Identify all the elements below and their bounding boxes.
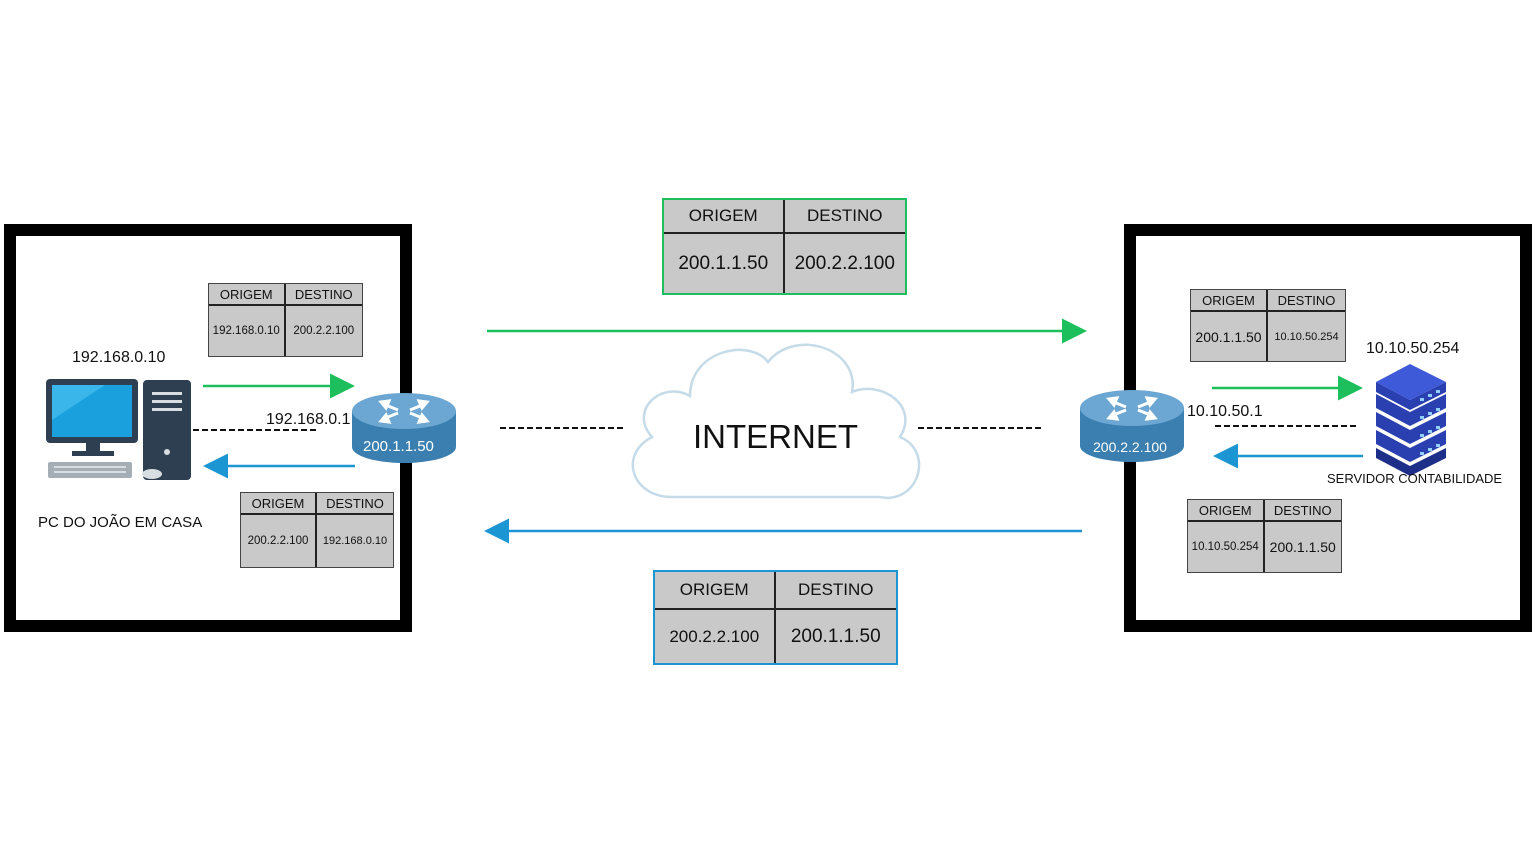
pc-name-label: PC DO JOÃO EM CASA [38, 514, 203, 531]
table-header-destino: DESTINO [317, 493, 393, 515]
table-header-origem: ORIGEM [655, 572, 776, 610]
table-header-origem: ORIGEM [1191, 290, 1268, 312]
left-router-wan-ip: 200.1.1.50 [363, 438, 434, 455]
internet-return-packet-table: ORIGEM DESTINO 200.2.2.100 200.1.1.50 [653, 570, 898, 665]
table-cell-origem: 10.10.50.254 [1188, 522, 1265, 572]
internet-outbound-packet-table: ORIGEM DESTINO 200.1.1.50 200.2.2.100 [662, 198, 907, 295]
table-cell-origem: 200.2.2.100 [241, 515, 317, 567]
left-return-packet-table: ORIGEM DESTINO 200.2.2.100 192.168.0.10 [240, 492, 394, 568]
pc-ip-label: 192.168.0.10 [72, 349, 166, 366]
table-cell-destino: 192.168.0.10 [322, 535, 388, 547]
table-header-destino: DESTINO [775, 572, 896, 610]
table-header-origem: ORIGEM [664, 200, 785, 234]
table-cell-destino: 200.1.1.50 [790, 625, 881, 647]
table-header-origem: ORIGEM [1188, 500, 1265, 522]
table-cell-origem: 192.168.0.10 [209, 306, 286, 356]
table-header-origem: ORIGEM [209, 284, 286, 306]
table-cell-origem: 200.1.1.50 [1191, 312, 1268, 361]
table-header-destino: DESTINO [1264, 500, 1341, 522]
table-cell-origem: 200.1.1.50 [664, 234, 785, 293]
left-router-lan-ip: 192.168.0.1 [266, 411, 351, 428]
server-ip-label: 10.10.50.254 [1366, 340, 1460, 357]
table-header-origem: ORIGEM [241, 493, 317, 515]
table-header-destino: DESTINO [285, 284, 362, 306]
right-router-wan-ip: 200.2.2.100 [1093, 439, 1167, 455]
table-cell-destino: 200.2.2.100 [794, 252, 895, 274]
table-cell-destino: 10.10.50.254 [1274, 330, 1339, 343]
table-cell-destino: 200.1.1.50 [1269, 539, 1336, 555]
table-cell-destino: 200.2.2.100 [293, 325, 355, 337]
right-router-lan-ip: 10.10.50.1 [1187, 403, 1263, 420]
table-header-destino: DESTINO [1268, 290, 1345, 312]
right-inbound-packet-table: ORIGEM DESTINO 200.1.1.50 10.10.50.254 [1190, 289, 1346, 362]
table-header-destino: DESTINO [784, 200, 905, 234]
internet-label: INTERNET [693, 418, 858, 455]
server-name-label: SERVIDOR CONTABILIDADE [1327, 471, 1503, 486]
table-cell-origem: 200.2.2.100 [655, 610, 776, 663]
left-outbound-packet-table: ORIGEM DESTINO 192.168.0.10 200.2.2.100 [208, 283, 363, 357]
right-outbound-packet-table: ORIGEM DESTINO 10.10.50.254 200.1.1.50 [1187, 499, 1342, 573]
